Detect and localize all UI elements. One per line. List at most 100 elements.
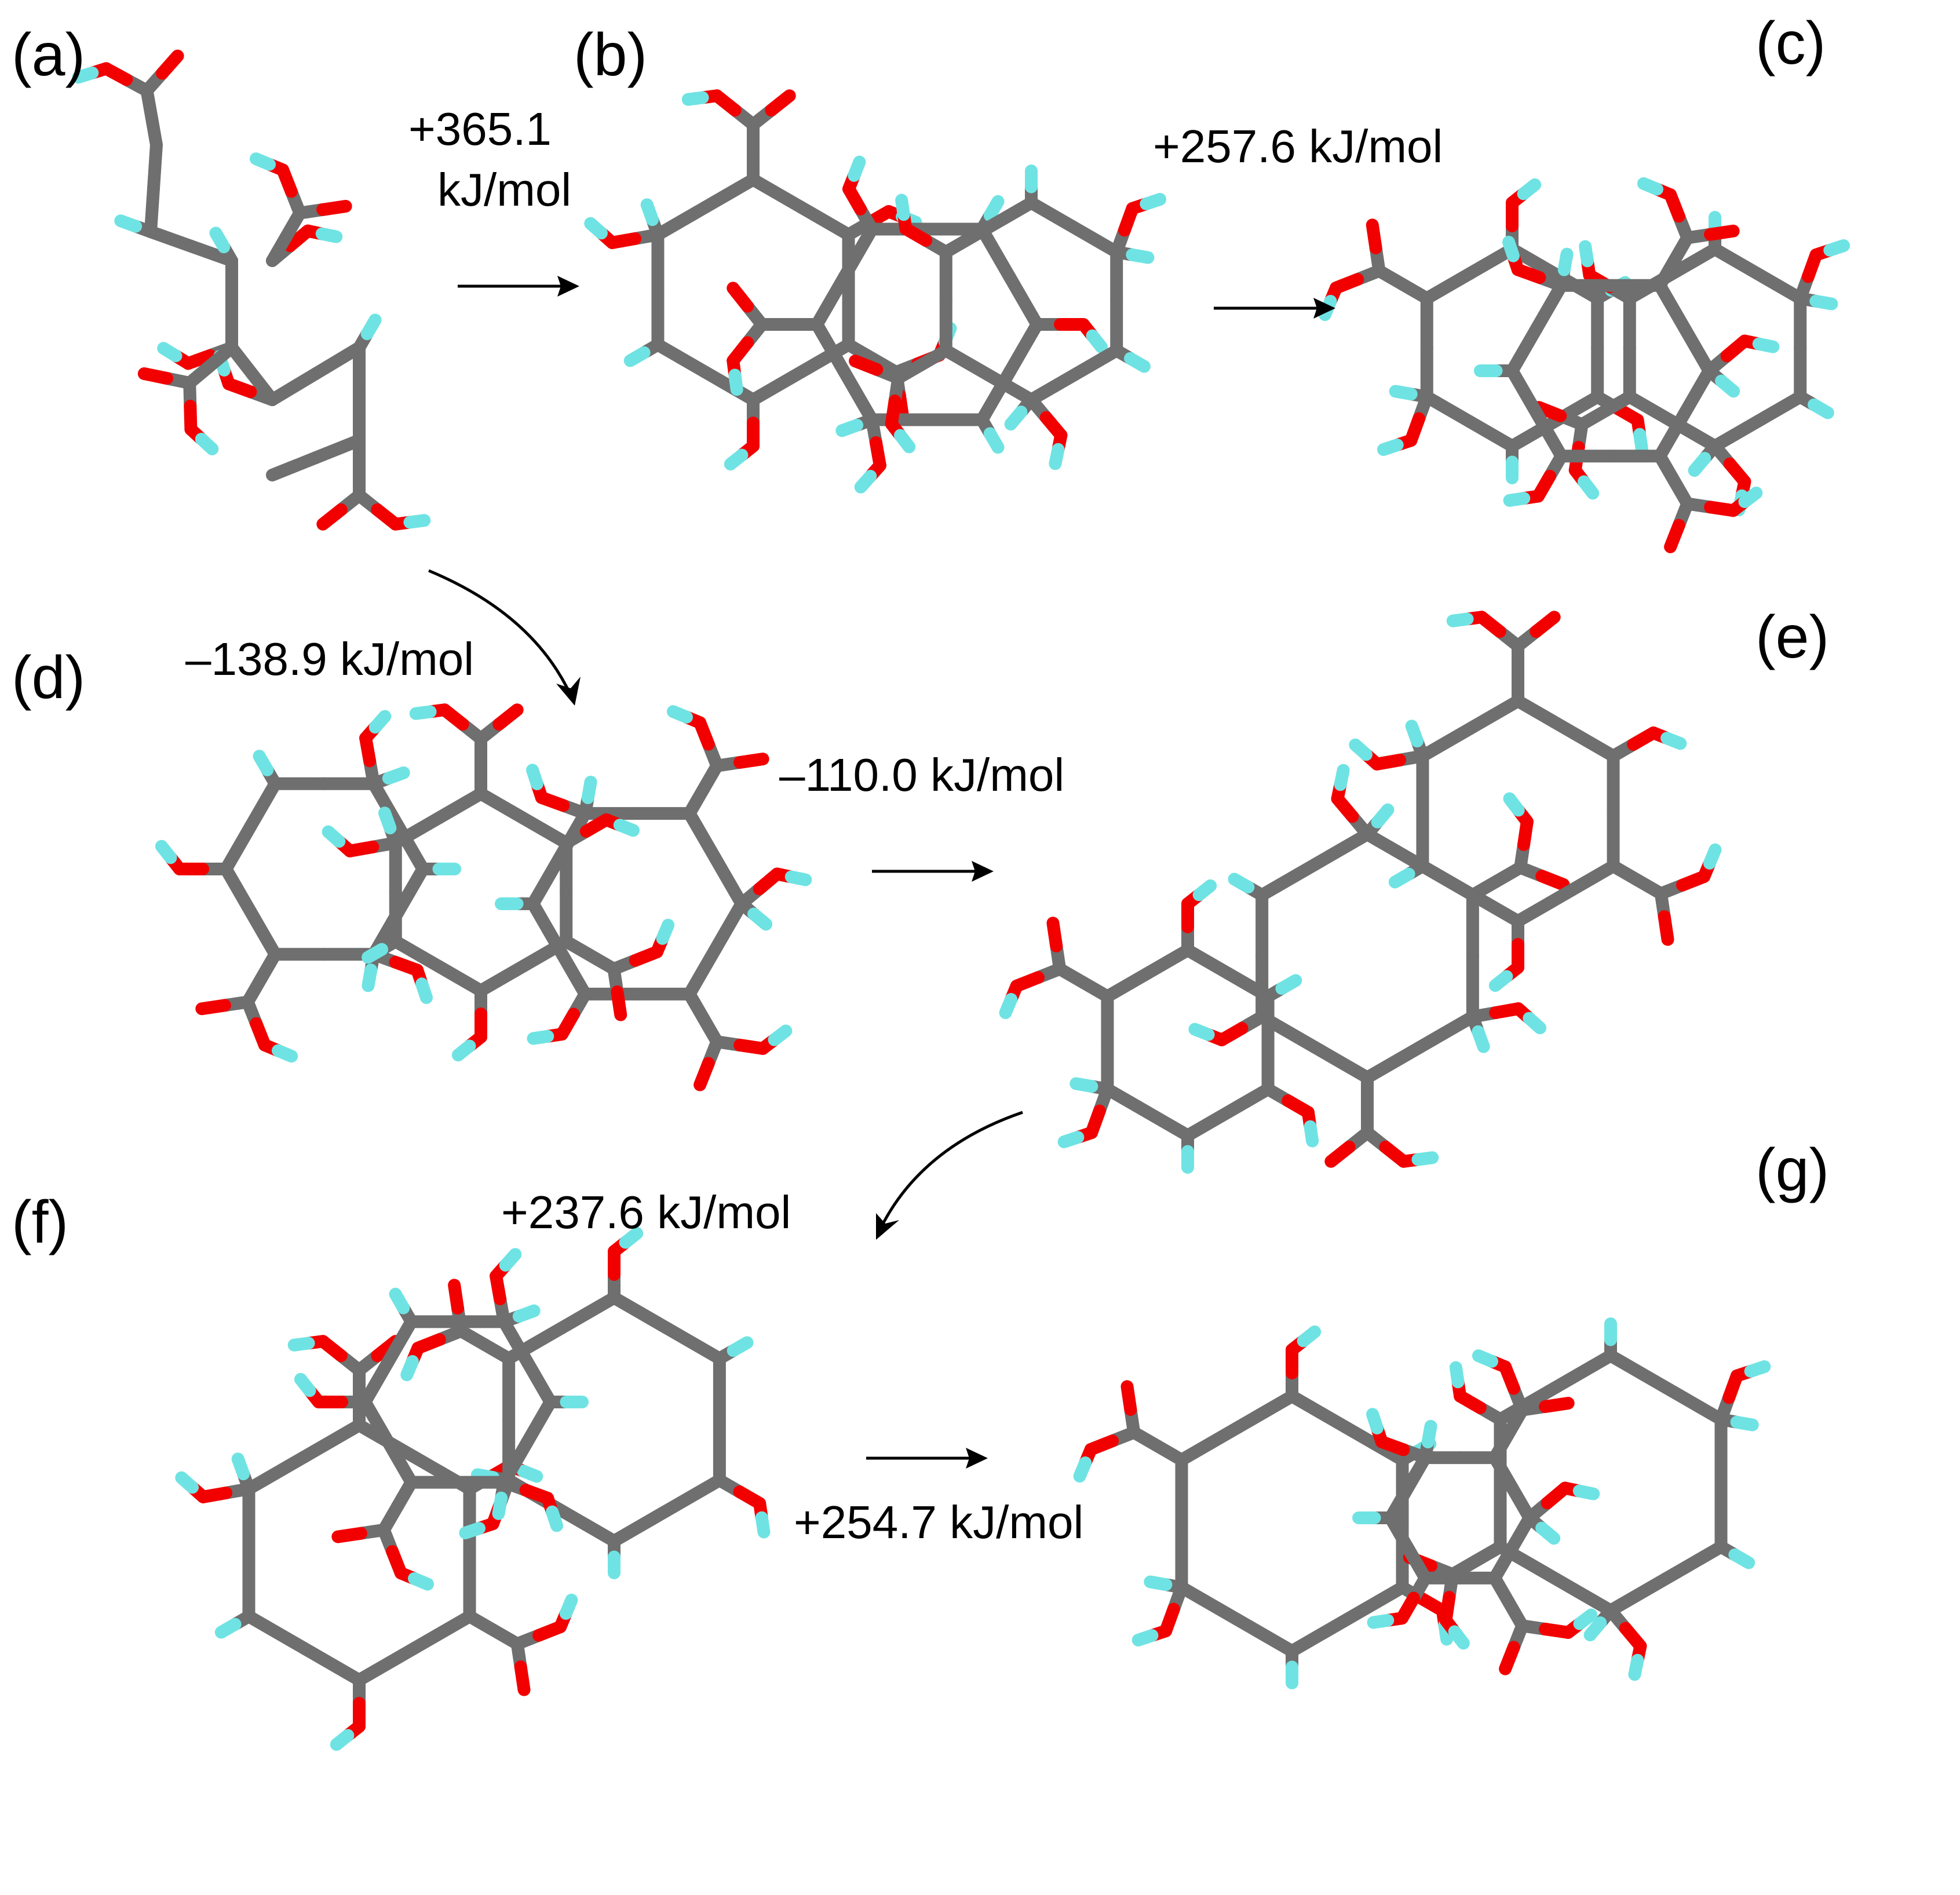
bond-segment (287, 1337, 315, 1352)
bond-segment (1420, 267, 1476, 305)
bond-segment (1411, 1151, 1439, 1166)
bond-segment (432, 787, 487, 825)
bond-segment (727, 1336, 754, 1357)
panel-label-c: (c) (1755, 10, 1826, 77)
bond-segment (1192, 879, 1217, 901)
bond-segment (768, 1024, 793, 1046)
bond-segment (451, 1039, 476, 1062)
bond-segment (623, 346, 651, 367)
bond-segment (1530, 407, 1568, 463)
bond-segment (144, 225, 198, 253)
bond-segment (459, 1522, 486, 1539)
bond-segment (1388, 867, 1415, 889)
bond-segment (315, 227, 343, 243)
bond-segment (1604, 1349, 1673, 1394)
bond-segment (1532, 401, 1567, 422)
bond-segment (147, 138, 163, 195)
bond-segment (666, 705, 694, 724)
bond-segment (512, 1304, 541, 1323)
bond-segment (1703, 843, 1722, 870)
bond-segment (408, 1610, 476, 1655)
bond-segment (1512, 695, 1572, 735)
bond-segment (733, 753, 769, 769)
bond-segment (382, 766, 410, 785)
bond-segment (683, 807, 722, 866)
bond-segment (330, 1729, 355, 1751)
bond-segment (409, 705, 437, 720)
bond-segment (316, 199, 352, 216)
panel-label-g: (g) (1755, 1137, 1829, 1204)
bond-segment (1377, 439, 1404, 456)
bond-segment (309, 341, 366, 380)
bond-segment (1654, 279, 1691, 335)
bond-segment (747, 366, 808, 406)
bond-segment (794, 200, 855, 241)
bond-segment (656, 918, 675, 945)
energy-label-d-e: –110.0 kJ/mol (779, 749, 1064, 801)
bond-segment (983, 427, 1005, 454)
bond-segment (1341, 1422, 1409, 1466)
energy-label-b-c: +257.6 kJ/mol (1153, 121, 1443, 172)
bond-segment (1341, 1581, 1409, 1626)
reaction-arrow-f-g (866, 1448, 988, 1469)
bond-segment (1659, 1381, 1728, 1426)
energy-label-a-b-value: +365.1 (408, 103, 552, 155)
panel-label-e: (e) (1755, 604, 1829, 671)
bond-segment (1666, 243, 1721, 280)
molecule-e (999, 611, 1722, 1174)
panel-label-a: (a) (12, 21, 85, 89)
bond-segment (1628, 1653, 1644, 1681)
panel-label-b: (b) (574, 21, 647, 89)
bond-segment (1503, 492, 1531, 507)
bond-segment (1003, 270, 1043, 331)
bond-segment (1175, 1581, 1243, 1626)
bond-segment (1579, 240, 1594, 268)
bond-segment (1057, 1131, 1085, 1148)
bond-segment (517, 812, 573, 849)
bond-segment (999, 992, 1018, 1020)
bond-segment (432, 959, 487, 997)
bond-segment (392, 863, 429, 918)
bond-segment (242, 1451, 311, 1495)
bond-segment (849, 355, 884, 376)
bond-segment (1502, 235, 1520, 262)
bond-segment (1221, 1083, 1275, 1119)
bond-segment (1361, 1040, 1426, 1084)
bond-segment (1752, 337, 1780, 353)
bond-segment (362, 963, 378, 992)
bond-segment (475, 787, 530, 825)
bond-segment (266, 367, 322, 406)
bond-segment (1659, 1540, 1728, 1585)
bond-segment (517, 1465, 543, 1483)
bond-segment (1308, 1040, 1374, 1084)
bond-segment (249, 152, 276, 171)
bond-segment (811, 318, 851, 379)
bond-segment (1506, 364, 1543, 420)
bond-segment (838, 366, 878, 426)
bond-segment (209, 227, 231, 254)
reaction-arrow-a-b (458, 276, 579, 297)
bond-segment (1559, 860, 1620, 900)
bond-segment (156, 49, 184, 80)
bond-segment (155, 839, 177, 864)
bond-segment (1120, 1380, 1137, 1416)
bond-segment (581, 775, 597, 805)
bond-segment (1539, 1397, 1575, 1413)
bond-segment (220, 820, 257, 875)
bond-segment (1255, 858, 1322, 901)
bond-segment (1463, 243, 1519, 280)
reaction-arrow-b-c (1214, 298, 1335, 319)
bond-segment (1506, 243, 1561, 280)
bond-segment (555, 1291, 621, 1335)
bond-segment (619, 1226, 644, 1249)
bond-segment (1446, 612, 1474, 627)
bond-segment (1557, 247, 1574, 276)
bond-segment (1371, 803, 1395, 828)
bond-segment (214, 1617, 242, 1639)
bond-segment (1738, 486, 1763, 509)
bond-segment (368, 710, 392, 734)
bond-segment (584, 217, 608, 240)
bond-segment (1181, 944, 1235, 980)
bond-segment (681, 91, 709, 106)
